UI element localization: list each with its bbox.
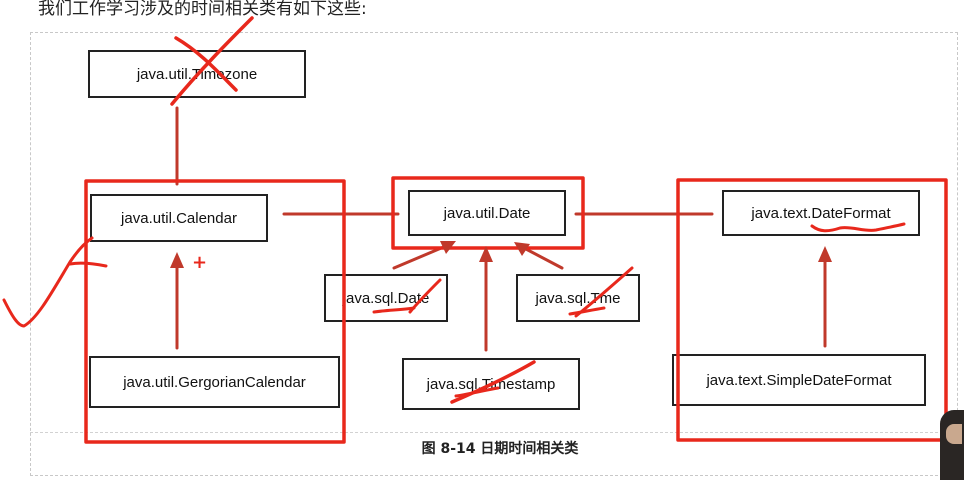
- page-heading: 我们工作学习涉及的时间相关类有如下这些:: [38, 0, 367, 19]
- figure-caption: 图 8-14 日期时间相关类: [421, 441, 579, 457]
- annotation-cross-timezone: [170, 16, 254, 106]
- arrow-sqltime-date: [522, 246, 564, 270]
- annotation-slash-sql-date: [408, 278, 442, 314]
- annotation-cross-timezone-2: [174, 36, 238, 92]
- arrowhead-simpledateformat-dateformat: [818, 246, 832, 262]
- annotation-strike-timestamp: [450, 360, 536, 404]
- annotation-squiggle-dateformat: [810, 222, 906, 233]
- annotation-slash-sql-time: [574, 266, 634, 318]
- annotation-strike-timestamp-2: [454, 386, 500, 398]
- annotation-underline-sql-date: [372, 306, 416, 314]
- arrowhead-sqltime-date: [514, 242, 530, 256]
- diagram-frame: [30, 32, 958, 476]
- annotation-rect-util-date: [391, 176, 585, 250]
- annotation-rect-calendar-group: [84, 179, 346, 444]
- annotation-dash-left: [68, 261, 108, 268]
- annotation-plus-mark: +: [192, 252, 207, 273]
- annotation-rect-format-group: [676, 178, 948, 442]
- annotation-check-mark: [2, 236, 94, 328]
- caption-divider: [30, 432, 958, 433]
- arrowhead-timestamp-date: [479, 246, 493, 262]
- arrowhead-sqldate-date: [440, 241, 456, 254]
- arrowhead-gregorian-calendar: [170, 252, 184, 268]
- annotation-underline-sql-time: [568, 306, 606, 316]
- corner-avatar-fragment: [940, 410, 964, 480]
